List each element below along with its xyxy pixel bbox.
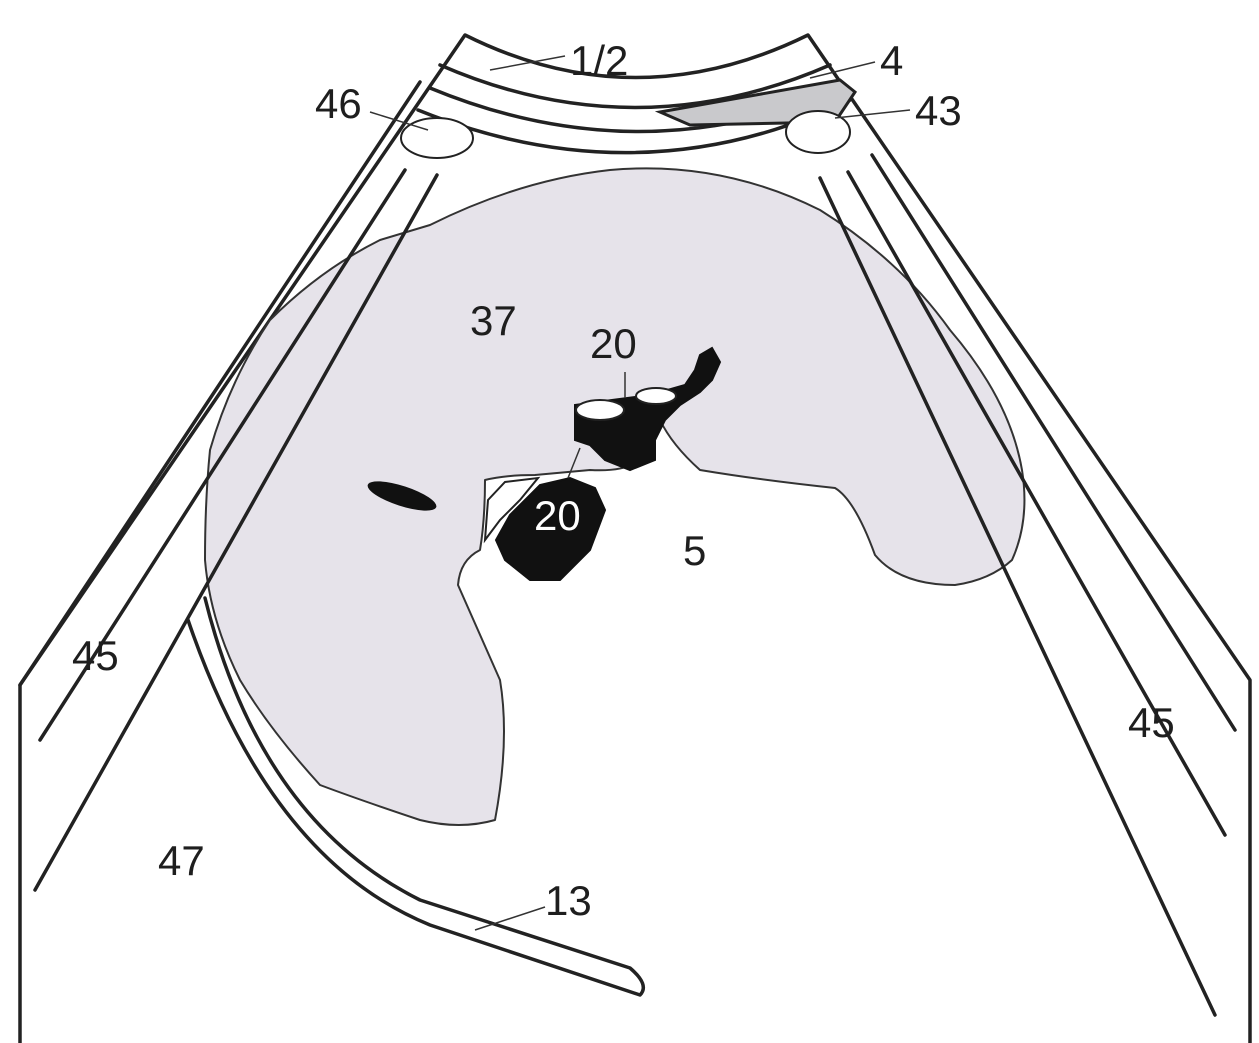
label-1-2: 1/2 [570, 37, 628, 84]
label-43: 43 [915, 87, 962, 134]
label-20-upper: 20 [590, 320, 637, 367]
left-top-vessel [401, 118, 473, 158]
label-13: 13 [545, 877, 592, 924]
label-5: 5 [683, 527, 706, 574]
label-46: 46 [315, 80, 362, 127]
label-45-right: 45 [1128, 699, 1175, 746]
label-47: 47 [158, 837, 205, 884]
label-37: 37 [470, 297, 517, 344]
label-20-lower: 20 [534, 492, 581, 539]
label-45-left: 45 [72, 632, 119, 679]
label-4: 4 [880, 37, 903, 84]
